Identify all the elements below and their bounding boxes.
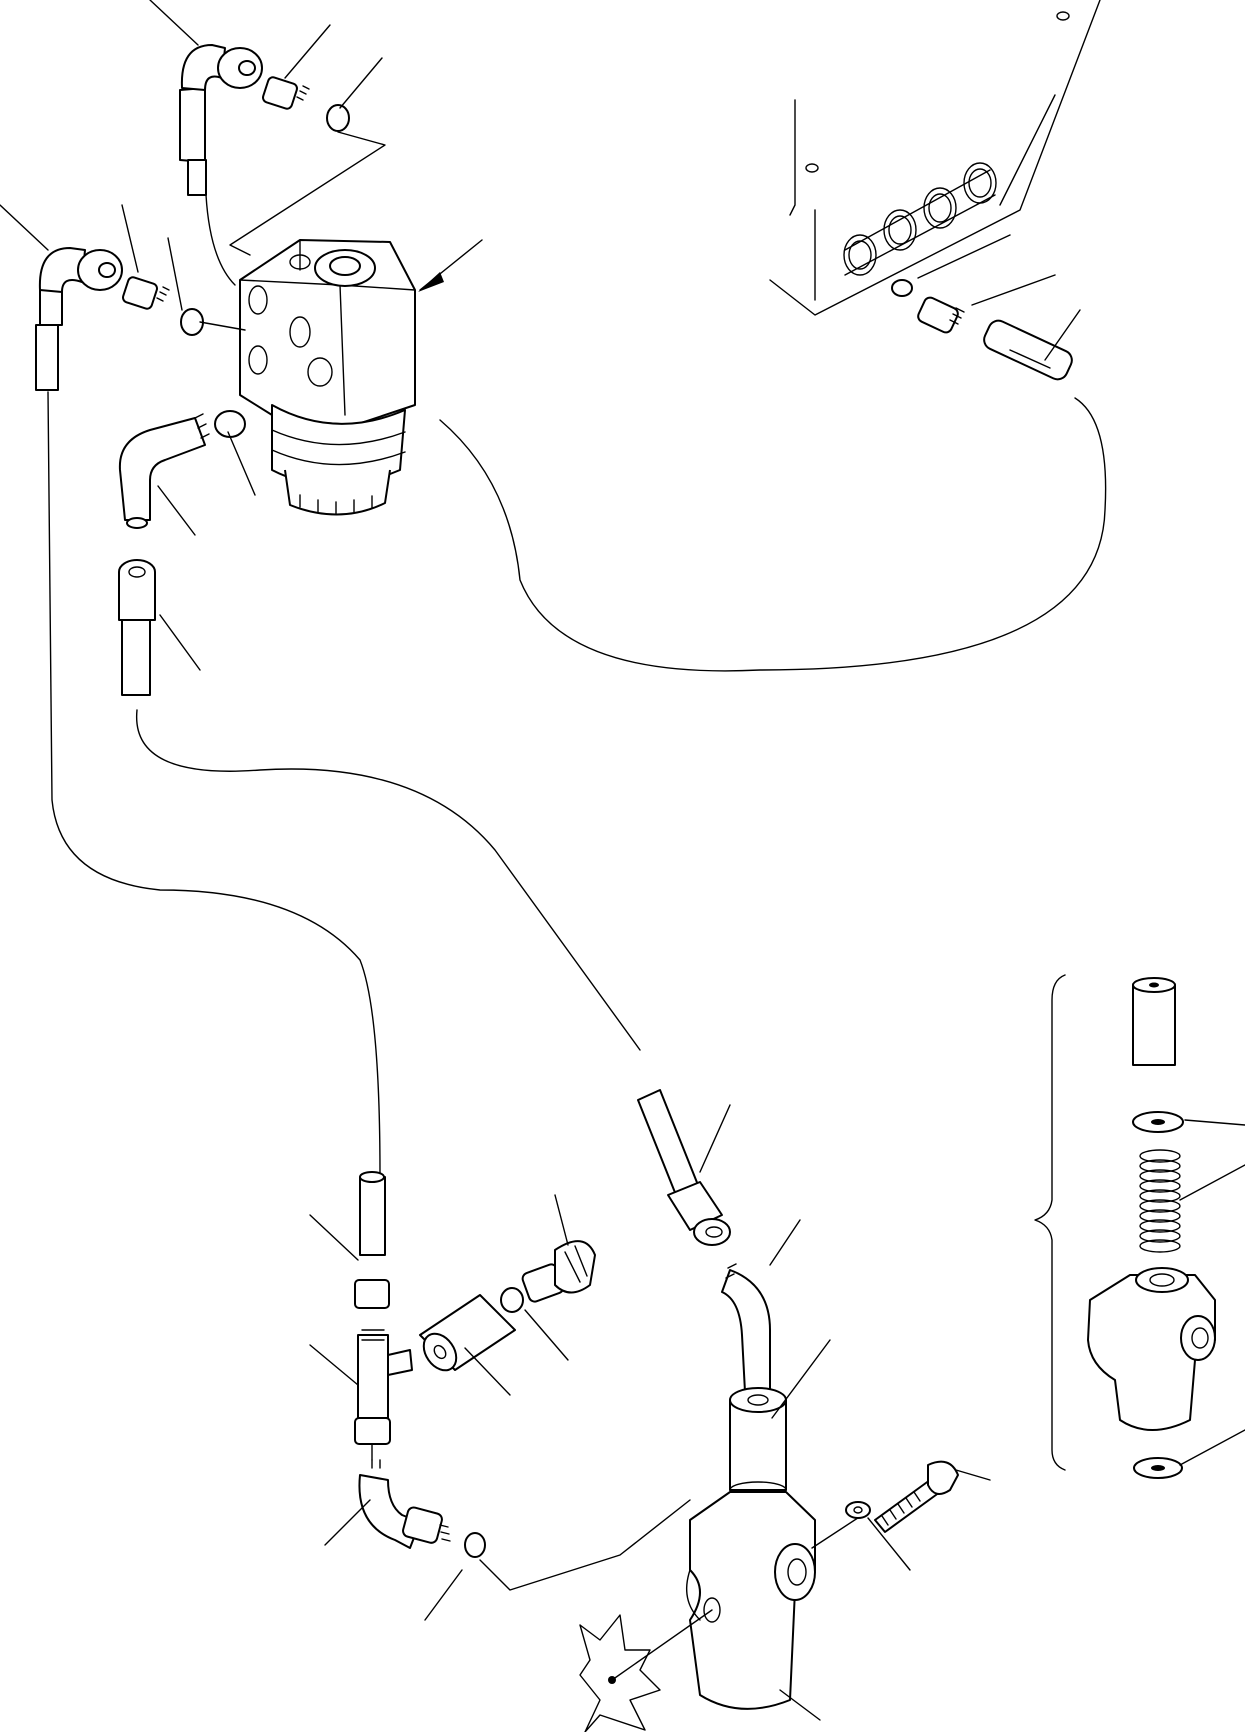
o-ring [214,410,246,438]
tee-fitting [354,1171,413,1461]
mounting-plate [579,1614,661,1732]
washer [845,1501,871,1519]
hose-end-fitting [983,319,1073,381]
hose-left [35,247,246,391]
control-valve-block [769,0,1101,316]
adapter-fitting [262,76,298,110]
adapter-fitting [917,296,959,334]
detail-inset [1034,974,1216,1479]
elbow-fitting [358,1459,691,1591]
hose-end-right [637,1089,773,1428]
hose-upper-left [179,44,386,286]
check-valve-cap [554,1240,596,1294]
steering-unit [239,239,483,516]
check-valve [419,1240,596,1372]
mounting-bolt [845,1460,959,1533]
relief-valve-body [686,1387,871,1710]
o-ring [500,1287,524,1313]
spring-cap [1132,984,1176,1066]
hose-middle [118,410,641,1051]
o-ring [464,1532,486,1558]
return-hose [439,397,1107,672]
spring [1139,1149,1181,1253]
valve-side-fittings [891,279,1073,381]
adapter-fitting [122,276,158,310]
long-hose-left [47,391,381,1176]
o-ring [326,104,350,132]
bracket [1034,974,1066,1471]
o-ring [891,279,913,297]
